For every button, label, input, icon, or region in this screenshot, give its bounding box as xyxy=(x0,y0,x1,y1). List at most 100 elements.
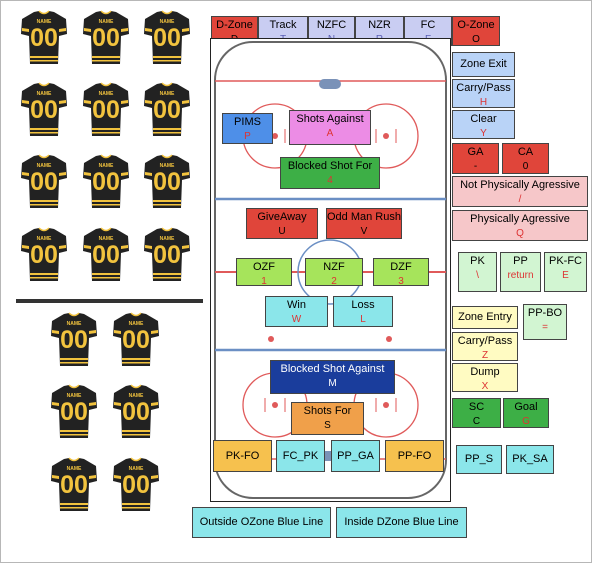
jersey-name: NAME xyxy=(66,393,82,399)
fc-pk-button[interactable]: FC_PK xyxy=(276,440,325,472)
button-key: C xyxy=(472,416,481,427)
zone-label: FC xyxy=(420,19,436,31)
button-label: Win xyxy=(287,299,306,311)
button-label: PP_S xyxy=(464,453,494,465)
pp-ga-button[interactable]: PP_GA xyxy=(331,440,380,472)
button-key: return xyxy=(507,270,534,281)
button-key: - xyxy=(473,161,478,172)
ga-button[interactable]: GA - xyxy=(452,143,499,174)
button-key: 0 xyxy=(522,161,529,172)
button-label: Clear xyxy=(470,113,497,125)
zone-entry-button[interactable]: Zone Entry xyxy=(452,306,518,329)
button-label: Shots For xyxy=(303,405,352,417)
zone-label: O-Zone xyxy=(457,19,495,31)
button-key: Y xyxy=(480,128,487,139)
button-label: GA xyxy=(467,146,484,158)
jersey-name: NAME xyxy=(159,91,175,97)
inside-dzone-blue-line-button[interactable]: Inside DZone Blue Line xyxy=(336,507,467,538)
pp-bo-button[interactable]: PP-BO= xyxy=(523,304,567,340)
jersey-number: 00 xyxy=(30,24,58,52)
button-key: P xyxy=(244,131,251,142)
button-key: Q xyxy=(516,228,524,239)
jersey-name: NAME xyxy=(66,321,82,327)
button-key: A xyxy=(326,128,334,139)
button-key: 1 xyxy=(261,276,267,286)
button-label: Shots Against xyxy=(296,113,364,125)
pp-button[interactable]: PP return xyxy=(500,252,541,292)
jersey-name: NAME xyxy=(66,466,82,472)
jersey-name: NAME xyxy=(159,236,175,242)
button-key: H xyxy=(479,97,488,108)
zone-exit-button[interactable]: Zone Exit xyxy=(452,52,515,77)
button-label: DZF xyxy=(390,261,412,273)
button-key: 3 xyxy=(398,276,404,286)
button-key: 2 xyxy=(331,276,337,286)
pk-sa-button[interactable]: PK_SA xyxy=(506,445,554,474)
outside-ozone-blue-line-button[interactable]: Outside OZone Blue Line xyxy=(192,507,331,538)
pk-fo-button[interactable]: PK-FO xyxy=(213,440,272,472)
jersey-number: 00 xyxy=(153,168,181,196)
button-key: G xyxy=(522,416,530,427)
button-label: PK-FC xyxy=(549,255,582,267)
button-label: PP-FO xyxy=(397,449,432,462)
pp-fo-button[interactable]: PP-FO xyxy=(385,440,444,472)
button-label: Not Physically Agressive xyxy=(460,179,580,191)
dzf-button[interactable]: DZF 3 xyxy=(373,258,429,286)
pk-button[interactable]: PK\ xyxy=(458,252,497,292)
button-label: Blocked Shot For xyxy=(287,160,373,172)
jersey-name: NAME xyxy=(36,163,52,169)
jersey-name: NAME xyxy=(36,91,52,97)
not-physically-aggressive-button[interactable]: Not Physically Agressive / xyxy=(452,176,588,207)
button-key: = xyxy=(542,322,548,333)
button-label: PP xyxy=(513,255,528,267)
button-key: V xyxy=(360,226,368,237)
jersey-number: 00 xyxy=(92,241,120,269)
jersey-number: 00 xyxy=(122,471,150,499)
button-label: Carry/Pass xyxy=(457,335,513,347)
jersey-number: 00 xyxy=(153,96,181,124)
pp-s-button[interactable]: PP_S xyxy=(456,445,502,474)
button-label: Zone Exit xyxy=(460,58,507,70)
jersey-number: 00 xyxy=(60,471,88,499)
button-key: / xyxy=(518,194,522,205)
